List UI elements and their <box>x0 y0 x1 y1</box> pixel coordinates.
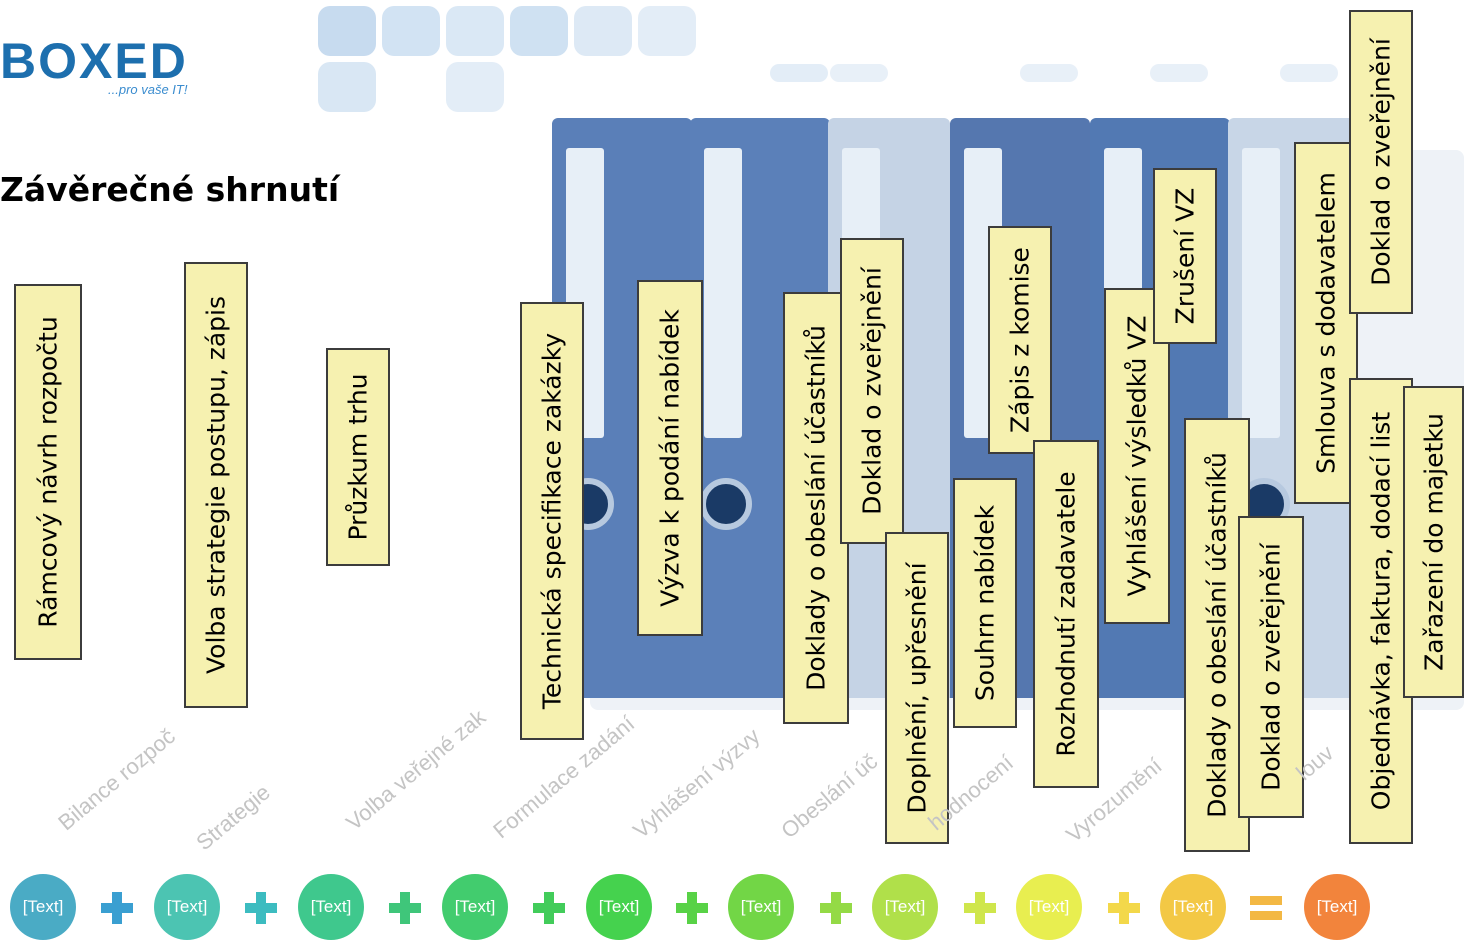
equals-icon <box>1250 896 1282 920</box>
process-circle[interactable]: [Text] <box>1160 874 1226 940</box>
binder-label <box>1242 148 1280 438</box>
document-box: Volba strategie postupu, zápis <box>184 262 248 708</box>
binder-ring <box>700 478 752 530</box>
document-label: Doklady o obeslání účastníků <box>801 325 831 691</box>
document-label: Doklady o obeslání účastníků <box>1202 452 1232 818</box>
process-circle[interactable]: [Text] <box>10 874 76 940</box>
document-box: Doklad o zveřejnění <box>840 238 904 544</box>
document-box: Rozhodnutí zadavatele <box>1033 440 1099 788</box>
document-box: Průzkum trhu <box>326 348 390 566</box>
process-circle[interactable]: [Text] <box>298 874 364 940</box>
process-circle[interactable]: [Text] <box>728 874 794 940</box>
document-label: Zrušení VZ <box>1170 187 1200 325</box>
document-label: Doklad o zveřejnění <box>857 267 887 515</box>
decor-square <box>446 6 504 56</box>
document-box: Zápis z komise <box>988 226 1052 454</box>
process-circle[interactable]: [Text] <box>586 874 652 940</box>
binder-label <box>704 148 742 438</box>
step-label: Obeslání úč <box>776 748 883 844</box>
decor-square <box>770 64 828 82</box>
document-box: Zrušení VZ <box>1153 168 1217 344</box>
decor-square <box>318 6 376 56</box>
document-label: Výzva k podání nabídek <box>655 309 685 607</box>
step-label: Strategie <box>191 779 275 856</box>
document-box: Doklad o zveřejnění <box>1349 10 1413 314</box>
decor-square <box>382 6 440 56</box>
step-label: Volba veřejné zak <box>341 704 491 836</box>
page-title: Závěrečné shrnutí <box>0 170 340 209</box>
document-label: Zápis z komise <box>1005 247 1035 433</box>
plus-icon <box>1108 892 1140 924</box>
document-box: Smlouva s dodavatelem <box>1294 142 1358 504</box>
plus-icon <box>533 892 565 924</box>
document-label: Doplnění, upřesnění <box>902 562 932 814</box>
document-box: Doplnění, upřesnění <box>885 532 949 844</box>
document-box: Vyhlášení výsledků VZ <box>1104 288 1170 624</box>
process-circle[interactable]: [Text] <box>442 874 508 940</box>
process-circle[interactable]: [Text] <box>1304 874 1370 940</box>
document-box: Zařazení do majetku <box>1403 386 1464 698</box>
document-box: Technická specifikace zakázky <box>520 302 584 740</box>
process-circle[interactable]: [Text] <box>1016 874 1082 940</box>
document-box: Doklad o zveřejnění <box>1238 516 1304 818</box>
document-box: Souhrn nabídek <box>953 478 1017 728</box>
plus-icon <box>676 892 708 924</box>
plus-icon <box>389 892 421 924</box>
process-circle[interactable]: [Text] <box>872 874 938 940</box>
document-label: Volba strategie postupu, zápis <box>201 295 231 675</box>
document-label: Průzkum trhu <box>343 373 373 541</box>
document-label: Rámcový návrh rozpočtu <box>33 316 63 628</box>
document-label: Smlouva s dodavatelem <box>1311 172 1341 474</box>
document-label: Souhrn nabídek <box>970 504 1000 702</box>
document-label: Objednávka, faktura, dodací list <box>1366 411 1396 811</box>
document-label: Vyhlášení výsledků VZ <box>1122 315 1152 597</box>
decor-square <box>318 62 376 112</box>
decor-square <box>1020 64 1078 82</box>
logo: BOXED <box>0 33 188 89</box>
step-label: Bilance rozpoč <box>53 723 180 836</box>
plus-icon <box>245 892 277 924</box>
document-box: Výzva k podání nabídek <box>637 280 703 636</box>
plus-icon <box>820 892 852 924</box>
decor-square <box>574 6 632 56</box>
decor-square <box>446 62 504 112</box>
plus-icon <box>101 892 133 924</box>
logo-tagline: ...pro vaše IT! <box>108 82 188 97</box>
document-label: Technická specifikace zakázky <box>537 332 567 710</box>
document-label: Zařazení do majetku <box>1419 413 1448 671</box>
decor-square <box>638 6 696 56</box>
document-label: Rozhodnutí zadavatele <box>1051 471 1081 757</box>
decor-square <box>830 64 888 82</box>
document-label: Doklad o zveřejnění <box>1366 38 1396 286</box>
document-box: Rámcový návrh rozpočtu <box>14 284 82 660</box>
step-label: Vyhlášení výzvy <box>628 723 765 844</box>
plus-icon <box>964 892 996 924</box>
document-box: Doklady o obeslání účastníků <box>783 292 849 724</box>
decor-square <box>510 6 568 56</box>
document-box: Objednávka, faktura, dodací list <box>1349 378 1413 844</box>
document-label: Doklad o zveřejnění <box>1256 543 1286 791</box>
decor-square <box>1150 64 1208 82</box>
process-circle[interactable]: [Text] <box>154 874 220 940</box>
decor-square <box>1280 64 1338 82</box>
